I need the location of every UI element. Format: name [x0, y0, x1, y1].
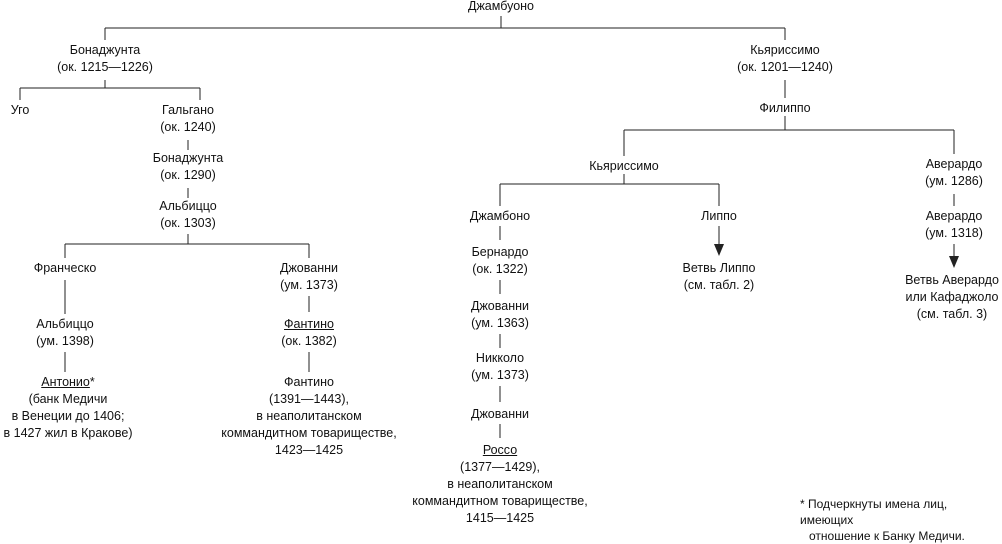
person-name: Фантино — [284, 317, 334, 331]
person-name: Антонио — [41, 375, 90, 389]
person-dates: (ок. 1303) — [160, 216, 216, 230]
person-name: Уго — [10, 103, 30, 117]
person-name: Кьяриссимо — [750, 43, 820, 57]
branch-table-ref: (см. табл. 3) — [916, 307, 988, 321]
person-fantino-1: Фантино (ок. 1382) — [281, 316, 337, 350]
person-dates: (ок. 1201—1240) — [737, 60, 833, 74]
footnote-line: * Подчеркнуты имена лиц, имеющих — [800, 497, 948, 527]
footnote-mark: * — [89, 375, 95, 389]
person-dates: (ум. 1373) — [280, 278, 338, 292]
person-note: в 1427 жил в Кракове) — [3, 426, 133, 440]
branch-label: Ветвь Липпо — [682, 261, 756, 275]
person-galgano: Гальгано (ок. 1240) — [160, 102, 216, 136]
person-bernardo: Бернардо (ок. 1322) — [472, 244, 529, 278]
person-name: Джованни — [470, 299, 530, 313]
person-note: 1415—1425 — [465, 511, 535, 525]
person-dzhovanni-a: Джованни (ум. 1373) — [280, 260, 338, 294]
person-dates: (1377—1429), — [460, 460, 540, 474]
person-dates: (ум. 1318) — [925, 226, 983, 240]
person-kyarissimo-2: Кьяриссимо — [589, 158, 659, 175]
person-name: Альбиццо — [36, 317, 94, 331]
person-dzhambuono: Джамбуоно — [468, 0, 534, 15]
person-name: Россо — [482, 443, 518, 457]
person-fantino-2: Фантино (1391—1443), в неаполитанском ко… — [221, 374, 396, 459]
person-name: Джамбуоно — [467, 0, 535, 13]
person-rosso: Россо (1377—1429), в неаполитанском комм… — [412, 442, 587, 527]
person-dates: (ок. 1322) — [472, 262, 528, 276]
person-albiццo-1: Альбиццо (ок. 1303) — [159, 198, 216, 232]
person-albiццo-2: Альбиццо (ум. 1398) — [36, 316, 94, 350]
person-dates: (ум. 1286) — [925, 174, 983, 188]
person-dzhovanni-c: Джованни — [471, 406, 529, 423]
person-name: Липпо — [701, 209, 737, 223]
person-name: Джованни — [470, 407, 530, 421]
person-note: (банк Медичи — [28, 392, 108, 406]
person-note: 1423—1425 — [274, 443, 344, 457]
person-kyarissimo-1: Кьяриссимо (ок. 1201—1240) — [737, 42, 833, 76]
person-note: в неаполитанском — [256, 409, 362, 423]
person-francesco: Франческо — [34, 260, 97, 277]
person-name: Гальгано — [162, 103, 214, 117]
person-name: Джованни — [279, 261, 339, 275]
person-dates: (ум. 1373) — [471, 368, 529, 382]
branch-label: или Кафаджоло — [905, 290, 999, 304]
person-name: Аверардо — [925, 157, 983, 171]
person-name: Фантино — [284, 375, 334, 389]
person-note: в неаполитанском — [447, 477, 553, 491]
person-antonio: Антонио* (банк Медичи в Венеции до 1406;… — [4, 374, 133, 442]
person-name: Филиппо — [759, 101, 811, 115]
person-dates: (1391—1443), — [269, 392, 349, 406]
person-lippo: Липпо — [701, 208, 737, 225]
branch-label: Ветвь Аверардо — [905, 273, 999, 287]
person-name: Никколо — [475, 351, 525, 365]
person-name: Кьяриссимо — [589, 159, 659, 173]
footnote: * Подчеркнуты имена лиц, имеющих отношен… — [800, 496, 1002, 544]
person-name: Бонаджунта — [69, 43, 141, 57]
branch-lippo-ref: Ветвь Липпо (см. табл. 2) — [683, 260, 756, 294]
person-dates: (ок. 1290) — [160, 168, 216, 182]
branch-averardo-ref: Ветвь Аверардо или Кафаджоло (см. табл. … — [905, 272, 999, 323]
person-bonadzhunta-1: Бонаджунта (ок. 1215—1226) — [57, 42, 153, 76]
person-note: коммандитном товариществе, — [412, 494, 588, 508]
person-note: в Венеции до 1406; — [11, 409, 125, 423]
person-dates: (ум. 1363) — [471, 316, 529, 330]
person-name: Бернардо — [471, 245, 529, 259]
person-name: Аверардо — [925, 209, 983, 223]
person-nikkolo: Никколо (ум. 1373) — [471, 350, 529, 384]
person-name: Альбиццо — [159, 199, 217, 213]
person-dzhovanni-b: Джованни (ум. 1363) — [471, 298, 529, 332]
person-dates: (ок. 1240) — [160, 120, 216, 134]
person-dates: (ум. 1398) — [36, 334, 94, 348]
person-name: Джамбоно — [469, 209, 531, 223]
person-bonadzhunta-2: Бонаджунта (ок. 1290) — [153, 150, 224, 184]
branch-table-ref: (см. табл. 2) — [683, 278, 755, 292]
medici-family-tree: Джамбуоно Бонаджунта (ок. 1215—1226) Уго… — [4, 0, 999, 543]
person-averardo-1: Аверардо (ум. 1286) — [925, 156, 983, 190]
person-note: коммандитном товариществе, — [221, 426, 397, 440]
person-averardo-2: Аверардо (ум. 1318) — [925, 208, 983, 242]
tree-connector-lines — [19, 16, 959, 438]
person-dates: (ок. 1215—1226) — [57, 60, 153, 74]
footnote-line: отношение к Банку Медичи. — [809, 529, 965, 543]
person-dzhambono: Джамбоно — [470, 208, 530, 225]
person-ugo: Уго — [11, 102, 30, 119]
person-name: Франческо — [33, 261, 97, 275]
person-filippo: Филиппо — [759, 100, 810, 117]
person-name: Бонаджунта — [152, 151, 224, 165]
person-dates: (ок. 1382) — [281, 334, 337, 348]
